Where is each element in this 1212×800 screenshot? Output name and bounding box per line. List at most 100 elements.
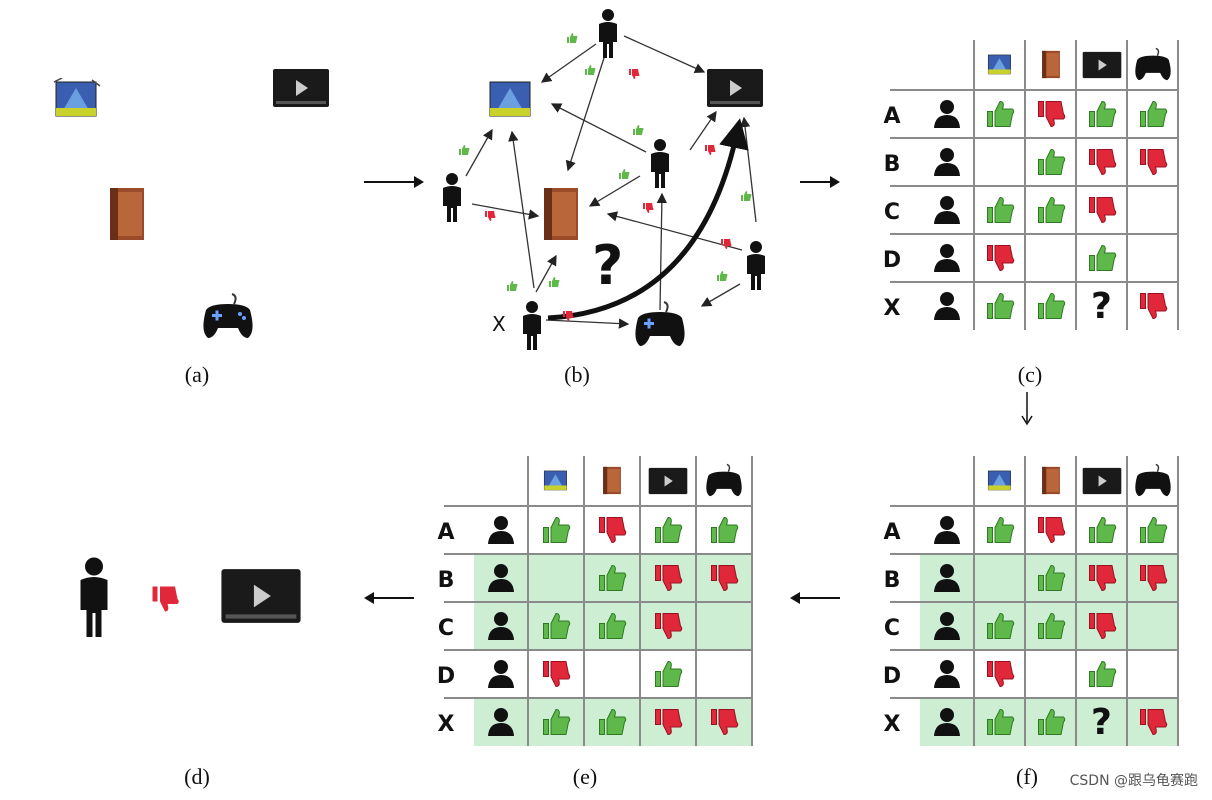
row-letter: X [883,296,901,321]
thumb-down-icon [562,310,574,322]
thumb-up-icon [716,270,728,282]
thumb-up-icon [528,698,584,746]
row-letter: B [883,152,901,177]
gamepad-item-icon [630,300,690,350]
bipartite-graph [465,35,757,329]
user-icon [920,282,974,330]
thumb-up-icon [458,144,470,156]
user-figure-icon [440,172,464,224]
thumb-up-icon [1025,554,1076,602]
user-icon [920,90,974,138]
thumb-down-icon [1076,138,1127,186]
thumb-down-icon [696,698,752,746]
unknown-rating-mark: ? [592,234,624,297]
thumb-up-icon [640,650,696,698]
row-letter: C [883,200,901,225]
thumb-down-icon [1127,698,1178,746]
unknown-rating-mark: ? [1091,701,1112,743]
panel-label-f: (f) [1016,764,1038,789]
thumb-up-icon [974,698,1025,746]
thumb-down-icon [1076,554,1127,602]
user-icon [920,698,974,746]
thumb-down-icon [628,68,640,80]
row-letter: C [437,616,455,641]
row-letter: X [883,712,901,737]
gamepad-item-icon [1127,456,1178,506]
row-letter: D [436,664,456,689]
panel-label-e: (e) [572,764,598,789]
arrow-e-to-d [364,588,414,608]
user-icon [474,698,528,746]
user-figure-icon [648,138,672,190]
user-icon [920,650,974,698]
thumb-down-icon [1127,554,1178,602]
panel-label-a: (a) [184,362,210,387]
row-letter: C [883,616,901,641]
book-item-icon [106,186,148,244]
row-letter: B [437,568,455,593]
thumb-down-icon [1076,602,1127,650]
thumb-up-icon [740,190,752,202]
grid-line [890,649,1178,651]
grid-line [444,649,752,651]
user-icon [920,506,974,554]
gamepad-item-icon [1127,40,1178,90]
video-item-icon [1076,456,1127,506]
thumb-up-icon [1127,90,1178,138]
thumb-up-icon [974,506,1025,554]
row-letter: X [437,712,455,737]
panel-label-d: (d) [184,764,210,789]
user-icon [920,186,974,234]
thumb-down-icon [1025,90,1076,138]
grid-line [1177,40,1179,330]
picture-item-icon [52,78,102,122]
video-item-icon [272,68,330,108]
picture-item-icon [974,456,1025,506]
panel-label-c: (c) [1017,362,1043,387]
thumb-down-icon [720,238,732,250]
grid-line [444,601,752,603]
thumb-up-icon [566,32,578,44]
row-letter: D [882,664,902,689]
thumb-up-icon [584,64,596,76]
thumb-down-icon [1076,186,1127,234]
grid-line [890,697,1178,699]
row-letter: D [882,248,902,273]
thumb-up-icon [584,602,640,650]
grid-line [1177,456,1179,746]
gamepad-item-icon [696,456,752,506]
thumb-up-icon [1127,506,1178,554]
thumb-up-icon [1076,650,1127,698]
user-icon [920,602,974,650]
thumb-down-icon [640,602,696,650]
user-x-figure-icon [520,300,544,352]
thumb-down-icon [150,584,180,614]
thumb-up-icon [974,186,1025,234]
thumb-down-icon [974,234,1025,282]
grid-line [890,281,1178,283]
thumb-up-icon [548,276,560,288]
user-icon [474,554,528,602]
user-icon [920,554,974,602]
thumb-down-icon [1025,506,1076,554]
grid-line [890,89,1178,91]
picture-item-icon [974,40,1025,90]
video-item-icon [640,456,696,506]
thumb-up-icon [1025,698,1076,746]
grid-line [751,456,753,746]
user-icon [920,138,974,186]
picture-item-icon [486,78,536,122]
grid-line [890,233,1178,235]
thumb-down-icon [640,698,696,746]
thumb-down-icon [528,650,584,698]
grid-line [890,601,1178,603]
grid-line [444,505,752,507]
thumb-down-icon [640,554,696,602]
thumb-down-icon [1127,282,1178,330]
arrow-a-to-b [364,172,424,192]
grid-line [890,185,1178,187]
thumb-up-icon [640,506,696,554]
grid-line [444,553,752,555]
book-item-icon [584,456,640,506]
grid-line [890,137,1178,139]
